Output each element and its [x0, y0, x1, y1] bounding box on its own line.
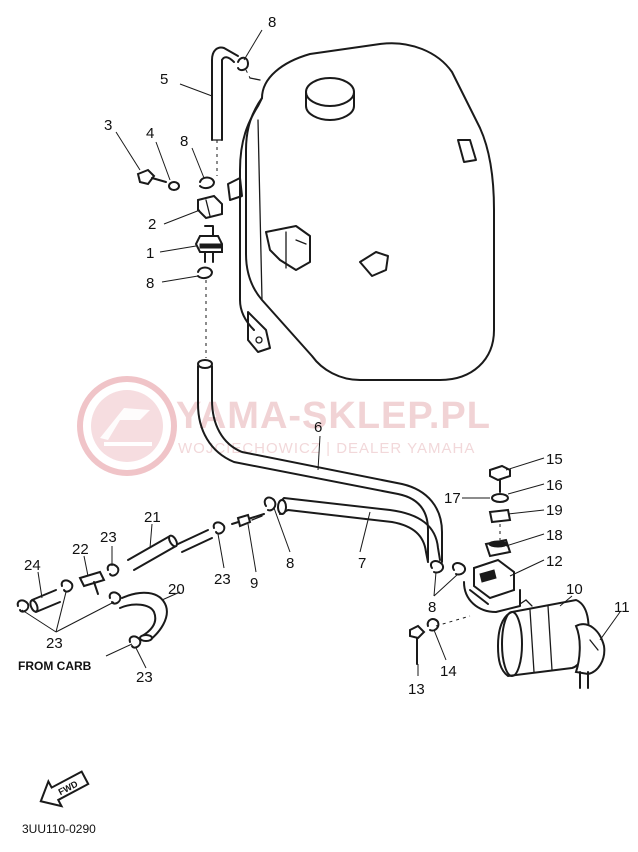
callout-13: 13 — [408, 681, 425, 698]
vent-hose-clip-b — [106, 563, 120, 577]
callout-16: 16 — [546, 477, 563, 494]
vent-hose-20 — [119, 591, 168, 642]
hose-clip-middle — [263, 496, 277, 512]
t-joint — [78, 570, 106, 595]
watermark-subtitle: WOJCIECHOWICZ | DEALER YAMAHA — [178, 440, 475, 457]
fuel-tank — [239, 42, 495, 381]
diagram-code: 3UU110-0290 — [22, 822, 96, 836]
callout-11: 11 — [614, 599, 630, 616]
vent-hose-clip-e — [108, 591, 122, 605]
callout-21: 21 — [144, 509, 161, 526]
leader-lines — [21, 29, 621, 676]
watermark: YAMA-SKLEP.PL WOJCIECHOWICZ | DEALER YAM… — [77, 376, 491, 476]
pump-mount-washer — [491, 493, 509, 503]
holder-part — [197, 194, 223, 220]
pump-mount-damper — [484, 538, 512, 558]
pump-mount-bolt — [489, 464, 511, 493]
callout-10: 10 — [566, 581, 583, 598]
fuel-hose-main — [197, 359, 443, 563]
callout-19: 19 — [546, 502, 563, 519]
callout-2: 2 — [148, 216, 156, 233]
watermark-logo-icon — [77, 376, 177, 476]
callout-numbers: 8 5 3 4 8 2 1 8 6 7 8 9 8 15 16 17 19 18… — [24, 14, 630, 698]
hose-clip-upper — [199, 176, 215, 190]
callout-8-lower: 8 — [146, 275, 154, 292]
callout-6: 6 — [314, 419, 322, 436]
fuel-valve — [194, 225, 223, 263]
callout-14: 14 — [440, 663, 457, 680]
callout-8-top: 8 — [268, 14, 276, 31]
forward-arrow-icon: FWD — [39, 770, 90, 808]
callout-5: 5 — [160, 71, 168, 88]
callout-8-pump: 8 — [428, 599, 436, 616]
callout-17: 17 — [444, 490, 461, 507]
fuel-pump-assembly — [463, 558, 606, 689]
washer-part — [168, 181, 180, 191]
fuel-hose-return — [277, 497, 441, 563]
callout-3: 3 — [104, 117, 112, 134]
pump-bolt — [409, 624, 426, 665]
callout-22: 22 — [72, 541, 89, 558]
vent-hose-clip-a — [212, 521, 226, 535]
hose-clip-top — [237, 56, 261, 81]
callout-9: 9 — [250, 575, 258, 592]
bolt-part — [136, 168, 167, 186]
callout-4: 4 — [146, 125, 154, 142]
callout-23-bottom: 23 — [136, 669, 153, 686]
callout-18: 18 — [546, 527, 563, 544]
vent-hose-clip-c — [60, 579, 74, 593]
callout-1: 1 — [146, 245, 154, 262]
pump-washer — [426, 618, 440, 632]
callout-8-upper: 8 — [180, 133, 188, 150]
callout-23-left: 23 — [46, 635, 63, 652]
breather-hose — [211, 46, 251, 176]
watermark-title: YAMA-SKLEP.PL — [176, 395, 491, 437]
callout-12: 12 — [546, 553, 563, 570]
vent-hose-clip-d — [16, 599, 30, 613]
vent-hose-24 — [29, 589, 61, 613]
callout-24: 24 — [24, 557, 41, 574]
vent-hose-clip-f — [128, 635, 142, 649]
pump-mount-collar — [488, 508, 512, 524]
callout-7: 7 — [358, 555, 366, 572]
hose-clip-lower — [197, 266, 213, 280]
tank-clip — [227, 177, 243, 201]
pump-hose-clips — [430, 560, 466, 576]
callout-20: 20 — [168, 581, 185, 598]
from-carb-label: FROM CARB — [18, 659, 92, 673]
callout-23-right: 23 — [214, 571, 231, 588]
vent-hose-21 — [127, 529, 213, 571]
callout-23-top: 23 — [100, 529, 117, 546]
callout-15: 15 — [546, 451, 563, 468]
hose-fitting — [231, 513, 265, 528]
callout-8-middle: 8 — [286, 555, 294, 572]
